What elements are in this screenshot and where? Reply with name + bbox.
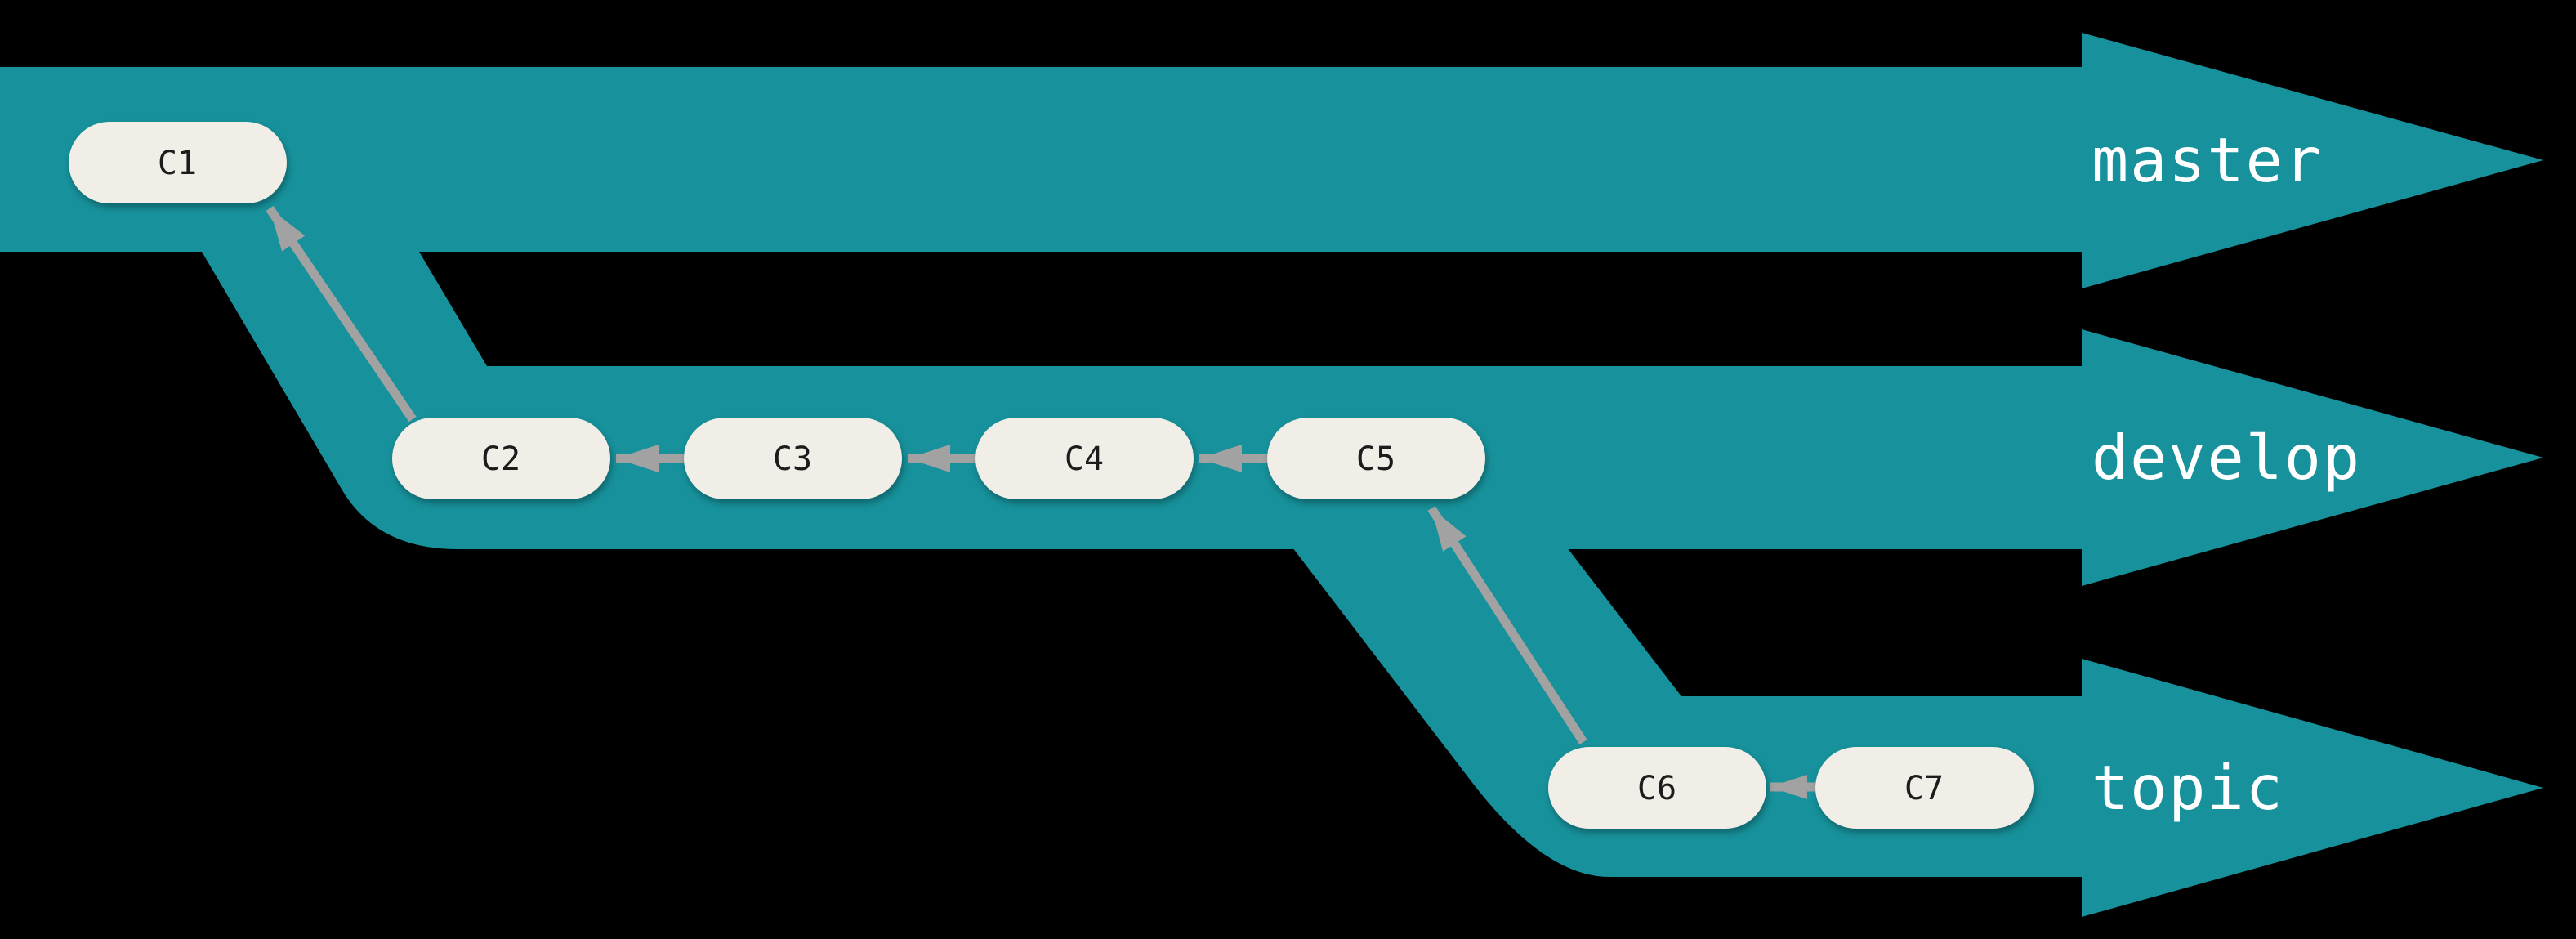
commit-node-c6: C6 bbox=[1548, 747, 1766, 829]
branch-label-topic: topic bbox=[2092, 752, 2284, 824]
commit-pill-c3 bbox=[684, 418, 902, 499]
commit-pill-c2 bbox=[392, 418, 610, 499]
commit-node-c2: C2 bbox=[392, 418, 610, 499]
commit-pill-c6 bbox=[1548, 747, 1766, 829]
commit-pill-c4 bbox=[975, 418, 1194, 499]
commit-pill-c7 bbox=[1815, 747, 2034, 829]
edge-c6-to-c5 bbox=[1427, 506, 1587, 744]
commit-node-c3: C3 bbox=[684, 418, 902, 499]
edge-c2-to-c1 bbox=[266, 205, 417, 423]
commit-label-c6: C6 bbox=[1637, 770, 1676, 807]
commit-label-c3: C3 bbox=[773, 440, 812, 478]
commit-pill-c1 bbox=[69, 122, 287, 203]
commit-label-c7: C7 bbox=[1904, 770, 1944, 807]
branch-band-topic bbox=[1292, 548, 2543, 917]
commit-label-c4: C4 bbox=[1065, 440, 1104, 478]
commit-label-c5: C5 bbox=[1356, 440, 1395, 478]
commit-node-c4: C4 bbox=[975, 418, 1194, 499]
branch-label-develop: develop bbox=[2092, 422, 2361, 494]
commit-label-c2: C2 bbox=[481, 440, 520, 478]
branch-label-master: master bbox=[2092, 124, 2323, 196]
commit-node-c5: C5 bbox=[1267, 418, 1485, 499]
commit-label-c1: C1 bbox=[158, 145, 197, 182]
branch-band-master bbox=[0, 33, 2543, 288]
commit-node-c1: C1 bbox=[69, 122, 287, 203]
commit-pill-c5 bbox=[1267, 418, 1485, 499]
commit-node-c7: C7 bbox=[1815, 747, 2034, 829]
